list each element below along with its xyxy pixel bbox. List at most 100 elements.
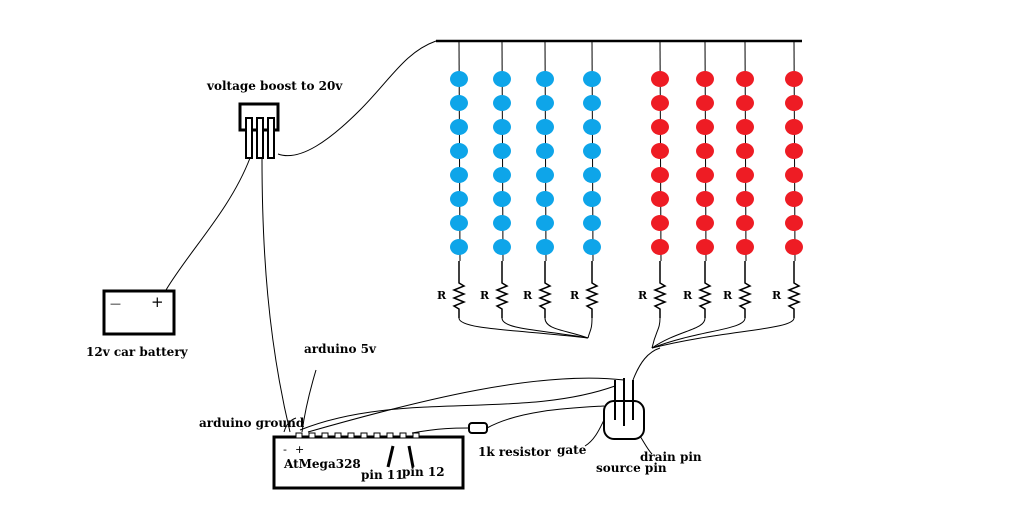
led	[696, 167, 714, 183]
pin12-label: pin 12	[402, 465, 445, 479]
pin11-pointer	[386, 445, 395, 468]
resistor-label: R	[480, 289, 490, 302]
1k-resistor-label: 1k resistor	[478, 445, 551, 459]
led	[785, 71, 803, 87]
return-wire	[501, 317, 589, 339]
led	[450, 191, 468, 207]
led	[493, 239, 511, 255]
led	[583, 71, 601, 87]
mosfet	[603, 378, 645, 440]
chip-minus-sign: -	[283, 443, 287, 456]
wire-ground-to-mosfet-b	[307, 377, 625, 433]
led	[736, 191, 754, 207]
led	[536, 143, 554, 159]
return-wire	[651, 317, 706, 349]
arduino-ground-label: arduino ground	[199, 416, 305, 430]
voltage-boost-module	[238, 102, 280, 159]
led	[785, 95, 803, 111]
led	[450, 239, 468, 255]
wire-boost-to-bus	[277, 40, 437, 157]
led	[785, 119, 803, 135]
led	[696, 215, 714, 231]
resistor-symbol	[786, 261, 802, 318]
wire-gate-label	[584, 419, 605, 447]
led	[651, 143, 669, 159]
return-wire	[544, 317, 589, 339]
wire-mosfet-to-red	[632, 347, 661, 381]
led	[785, 143, 803, 159]
led	[583, 95, 601, 111]
wire-drain-label	[639, 435, 653, 455]
led	[736, 119, 754, 135]
resistor-label: R	[723, 289, 733, 302]
led	[583, 119, 601, 135]
led	[493, 143, 511, 159]
wire-boost-to-arduino	[261, 157, 291, 433]
led	[696, 95, 714, 111]
source-label: source pin	[596, 461, 667, 475]
led	[736, 239, 754, 255]
wires	[165, 40, 661, 455]
resistor-symbol	[451, 261, 467, 318]
led	[450, 95, 468, 111]
resistor-label: R	[437, 289, 447, 302]
boost-label: voltage boost to 20v	[206, 79, 343, 93]
led	[493, 191, 511, 207]
led	[736, 71, 754, 87]
led	[493, 215, 511, 231]
led	[785, 191, 803, 207]
return-wire	[651, 317, 746, 349]
return-wire	[458, 317, 589, 339]
led	[536, 71, 554, 87]
led	[450, 143, 468, 159]
resistor-label: R	[772, 289, 782, 302]
led	[736, 95, 754, 111]
led	[536, 95, 554, 111]
wire-pin-to-resistor	[411, 427, 470, 434]
led	[493, 95, 511, 111]
resistor-symbol	[737, 261, 753, 318]
led	[493, 71, 511, 87]
led	[651, 191, 669, 207]
resistor-symbol	[494, 261, 510, 318]
led	[736, 215, 754, 231]
led	[583, 143, 601, 159]
led	[583, 191, 601, 207]
led	[450, 215, 468, 231]
return-wire	[587, 317, 593, 339]
chip-label: AtMega328	[283, 457, 361, 471]
gate-label: gate	[557, 443, 587, 457]
led	[736, 167, 754, 183]
atmega328-chip	[272, 435, 465, 490]
led	[785, 239, 803, 255]
battery-label: 12v car battery	[86, 345, 189, 359]
led	[785, 215, 803, 231]
led	[493, 119, 511, 135]
led	[696, 239, 714, 255]
resistor-symbol	[584, 261, 600, 318]
resistor-label: R	[523, 289, 533, 302]
led	[696, 119, 714, 135]
return-wire	[651, 317, 795, 349]
led	[583, 239, 601, 255]
return-wire	[651, 317, 661, 349]
led	[696, 71, 714, 87]
battery-plus-sign: +	[151, 293, 164, 311]
battery-minus-sign: —	[110, 297, 121, 310]
led	[450, 119, 468, 135]
resistor-label: R	[570, 289, 580, 302]
led	[651, 167, 669, 183]
led	[450, 167, 468, 183]
led	[493, 167, 511, 183]
led	[536, 191, 554, 207]
resistor-symbol	[537, 261, 553, 318]
led	[583, 167, 601, 183]
wire-arduino-5v	[301, 369, 317, 433]
led	[536, 167, 554, 183]
led	[696, 143, 714, 159]
led	[736, 143, 754, 159]
1k-resistor	[468, 422, 488, 434]
pin12-pointer	[407, 445, 415, 468]
